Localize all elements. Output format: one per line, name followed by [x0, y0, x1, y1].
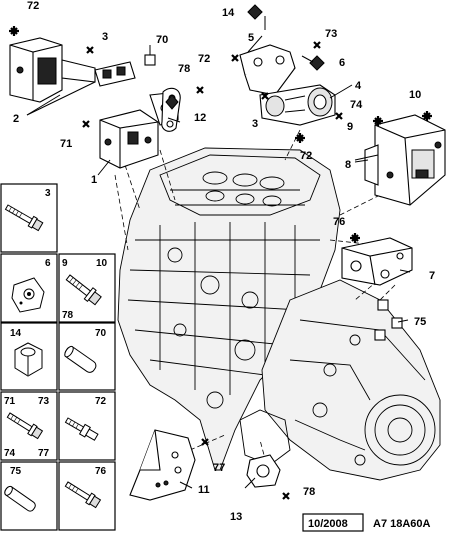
callout-2: 2 [13, 113, 19, 125]
callout-10: 10 [409, 89, 421, 101]
callout-70: 70 [156, 34, 168, 46]
right-engine-mount [354, 114, 446, 206]
callout-3a: 3 [102, 31, 108, 43]
legend-76-label: 76 [95, 466, 107, 477]
callout-72a: 72 [27, 0, 39, 12]
bolt-marker-78b [282, 492, 290, 500]
stud-72-icon [64, 417, 99, 441]
legend-72-label: 72 [95, 396, 107, 407]
callout-5: 5 [248, 32, 254, 44]
bolt-9-10-icon [65, 274, 102, 306]
part-78-washer [165, 94, 179, 110]
lower-torque-bracket [129, 429, 281, 501]
legend-75-label: 75 [10, 466, 22, 477]
part-70-marker [144, 54, 156, 66]
callout-71: 71 [60, 138, 72, 150]
callout-7: 7 [429, 270, 435, 282]
callout-78b: 78 [303, 486, 315, 498]
legend-3-label: 3 [45, 188, 51, 199]
callout-12: 12 [194, 112, 206, 124]
callout-75: 75 [414, 316, 426, 328]
callout-78a: 78 [178, 63, 190, 75]
bolt-markers [9, 26, 432, 500]
upper-torque-rod [239, 44, 336, 126]
hex-nut-14-icon [14, 342, 43, 377]
drawing-footer: 10/2008 A7 18A60A [302, 513, 431, 532]
callout-9: 9 [347, 121, 353, 133]
bolt-76-icon [64, 481, 102, 509]
callout-72b: 72 [198, 53, 210, 65]
pin-75-icon [4, 485, 36, 512]
part-75-marker-c [374, 329, 386, 341]
callout-labels: 72 3 70 2 78 12 71 1 14 5 73 72 6 4 74 3… [13, 0, 435, 523]
legend-9-label: 9 [62, 258, 68, 269]
hardware-legend: 3 6 9 10 78 14 [0, 183, 116, 531]
legend-10-label: 10 [96, 258, 108, 269]
leader-lines [26, 16, 411, 489]
callout-1: 1 [91, 174, 97, 186]
sleeve-70-icon [64, 345, 97, 373]
callout-77: 77 [213, 462, 225, 474]
legend-71-label: 71 [4, 396, 16, 407]
part-75-marker-a [377, 299, 389, 311]
nut-plate-6-icon [11, 277, 45, 313]
callout-76: 76 [333, 216, 345, 228]
part-14-marker [247, 4, 263, 20]
bolt-marker-3b [261, 92, 269, 100]
bolt-marker-77 [201, 438, 209, 446]
callout-3b: 3 [252, 118, 258, 130]
gearbox-bracket [341, 237, 413, 286]
legend-73-label: 73 [38, 396, 50, 407]
bolt-marker-76 [350, 233, 360, 243]
legend-77-label: 77 [38, 448, 50, 459]
bolt-71-73-icon [6, 412, 44, 440]
bolt-marker-74 [335, 112, 343, 120]
callout-72c: 72 [300, 150, 312, 162]
bolt-marker-71 [82, 120, 90, 128]
footer-reference: A7 18A60A [373, 518, 431, 530]
callout-4: 4 [355, 80, 362, 92]
callout-14: 14 [222, 7, 235, 19]
part-6-marker [309, 55, 325, 71]
footer-date: 10/2008 [308, 518, 348, 530]
callout-11: 11 [198, 484, 210, 496]
bolt-marker-72a [9, 26, 19, 36]
callout-74: 74 [350, 99, 363, 111]
bolt-marker-3a [86, 46, 94, 54]
bolt-marker-73 [313, 41, 321, 49]
bolt-3-icon [4, 204, 44, 232]
legend-78-label: 78 [62, 310, 74, 321]
callout-13: 13 [230, 511, 242, 523]
part-75-marker-b [391, 317, 403, 329]
callout-73: 73 [325, 28, 337, 40]
legend-70-label: 70 [95, 328, 107, 339]
callout-6: 6 [339, 57, 345, 69]
bolt-marker-72c [295, 133, 305, 143]
engine-gearbox-assembly [117, 147, 441, 481]
bolt-marker-78a [196, 86, 204, 94]
legend-74-label: 74 [4, 448, 16, 459]
legend-6-label: 6 [45, 258, 51, 269]
bolt-marker-10 [422, 111, 432, 121]
hardware-markers [144, 4, 403, 341]
bolt-marker-72b [231, 54, 239, 62]
callout-8: 8 [345, 159, 351, 171]
bolt-marker-9 [373, 116, 383, 126]
legend-14-label: 14 [10, 328, 22, 339]
